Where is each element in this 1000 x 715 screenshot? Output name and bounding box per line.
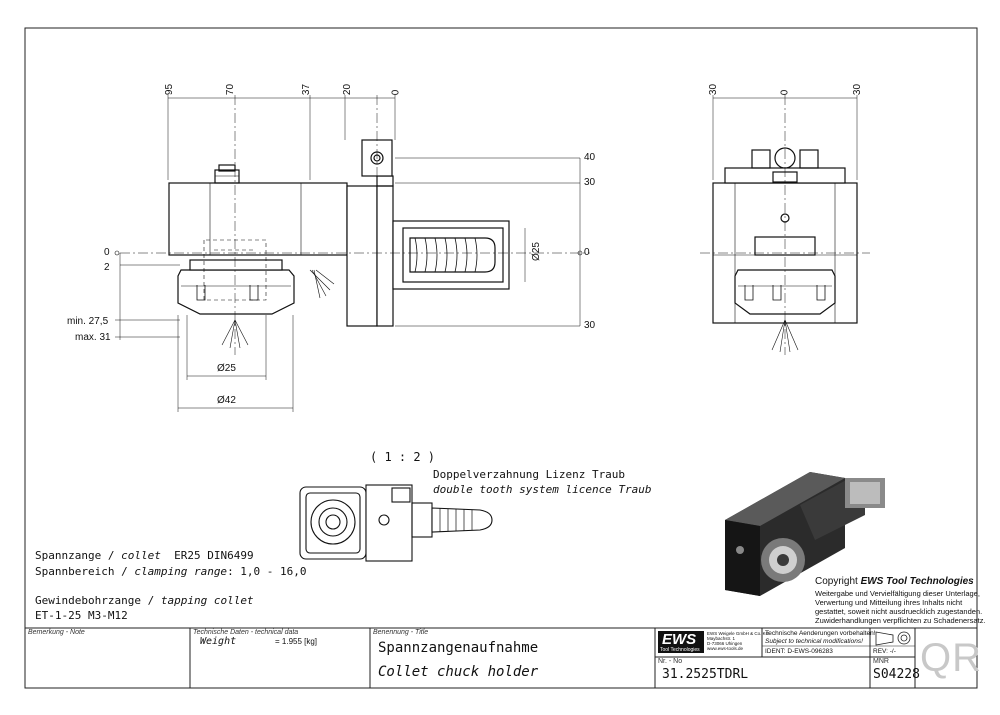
top-view-small xyxy=(299,484,493,562)
changes-de: Technische Aenderungen vorbehalten! xyxy=(765,630,876,637)
front-view xyxy=(114,95,590,412)
note-label: Bemerkung - Note xyxy=(28,629,85,636)
ident: IDENT: D-EWS-096283 xyxy=(765,648,833,655)
dim-top-37: 37 xyxy=(301,83,313,96)
dim-spigot-diameter: Ø25 xyxy=(530,242,542,261)
title-de: Spannzangenaufnahme xyxy=(378,640,539,656)
number-value: 31.2525TDRL xyxy=(662,667,749,682)
dim-side-30a: 30 xyxy=(708,83,720,96)
licence-de: Doppelverzahnung Lizenz Traub xyxy=(433,468,626,481)
weight-value: = 1.955 [kg] xyxy=(275,637,318,646)
dim-side-30b: 30 xyxy=(852,83,864,96)
spec-tapping-value: ET-1-25 M3-M12 xyxy=(35,609,128,622)
ews-logo-sub: Tool Technologies xyxy=(660,647,700,653)
ews-logo: EWS xyxy=(662,631,697,648)
copyright-title: Copyright EWS Tool Technologies xyxy=(815,576,974,587)
title-block xyxy=(25,627,977,688)
tech-data-label: Technische Daten - technical data xyxy=(193,629,299,636)
dim-left-min: min. 27,5 xyxy=(67,316,109,327)
qr-placeholder: QR xyxy=(920,636,982,680)
dim-left-max: max. 31 xyxy=(75,332,111,343)
dim-right-30a: 30 xyxy=(584,177,596,188)
dim-top-0: 0 xyxy=(390,89,402,96)
mnr-label: MNR xyxy=(873,658,889,665)
side-view xyxy=(700,95,870,355)
dim-right-0: 0 xyxy=(584,247,590,258)
company-line-1: EWS Weigele GmbH & Co. KG xyxy=(707,631,770,636)
dim-right-30b: 30 xyxy=(584,320,596,331)
dim-side-0: 0 xyxy=(779,89,791,96)
company-line-4: www.ews-tools.de xyxy=(707,646,744,651)
dim-bottom-d25: Ø25 xyxy=(217,363,236,374)
drawing-frame xyxy=(24,27,978,689)
ews-logo-box xyxy=(658,631,704,653)
title-label: Benennung - Title xyxy=(373,629,429,636)
title-en: Collet chuck holder xyxy=(378,664,539,680)
copyright-line-3: gestattet, soweit nicht ausdruecklich zu… xyxy=(815,607,983,616)
revision: REV: -/- xyxy=(873,648,896,655)
number-label: Nr. - No xyxy=(658,658,683,665)
company-line-3: D-73066 Uhingen xyxy=(707,641,743,646)
copyright-line-1: Weitergabe und Vervielfältigung dieser U… xyxy=(815,589,980,598)
company-line-2: Maybachstr. 1 xyxy=(707,636,736,641)
mnr-value: S04228 xyxy=(873,667,920,682)
weight-label: Weight xyxy=(200,636,237,647)
dim-bottom-d42: Ø42 xyxy=(217,395,236,406)
dim-top-70: 70 xyxy=(225,83,237,96)
changes-en: Subject to technical modifications! xyxy=(765,638,863,645)
spec-range: Spannbereich / clamping range: 1,0 - 16,… xyxy=(35,565,307,578)
copyright-line-4: Zuwiderhandlungen verpflichten zu Schade… xyxy=(815,616,986,625)
dim-left-0: 0 xyxy=(104,247,110,258)
dim-top-95: 95 xyxy=(164,83,176,96)
licence-en: double tooth system licence Traub xyxy=(433,483,652,496)
copyright-line-2: Verwertung und Mitteilung ihres Inhalts … xyxy=(815,598,963,607)
dim-right-40: 40 xyxy=(584,152,596,163)
dim-left-2: 2 xyxy=(104,262,110,273)
scale-label: ( 1 : 2 ) xyxy=(370,450,436,464)
dim-top-20: 20 xyxy=(342,83,354,96)
spec-collet: Spannzange / collet ER25 DIN6499 xyxy=(35,549,254,562)
iso-render xyxy=(725,472,885,596)
spec-tapping: Gewindebohrzange / tapping collet xyxy=(35,594,254,607)
